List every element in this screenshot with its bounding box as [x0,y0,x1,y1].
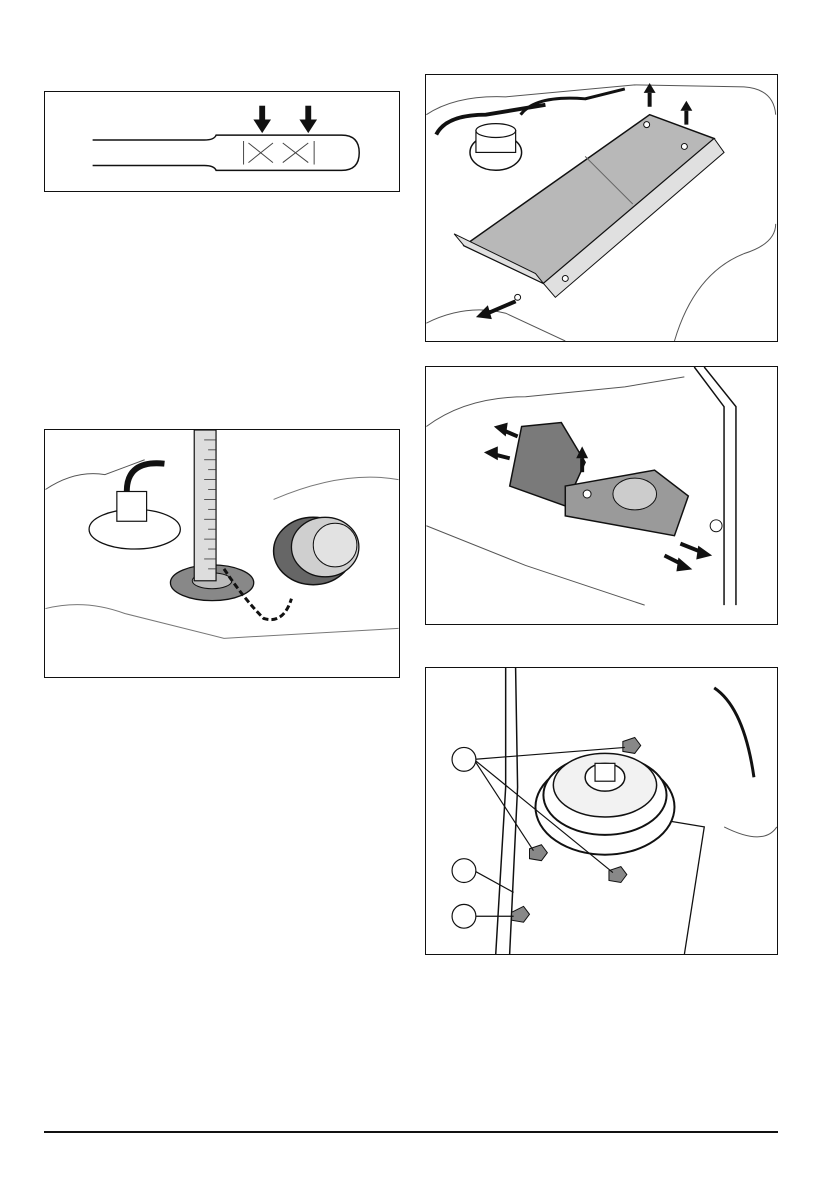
bolt [512,906,530,922]
callout-circle-icon [452,859,476,883]
figure-pulley-bolts [425,667,778,955]
filler-cap [274,517,359,584]
arrow-out-icon [494,423,518,437]
footer-rule [44,1131,778,1133]
arrow-up-icon [680,101,692,125]
arrow-up-icon [644,83,656,107]
callout-circle-icon [452,904,476,928]
arrow-out-icon [665,556,693,572]
pulley [535,753,674,854]
dipstick-tube [194,430,216,581]
belt-guard-illustration [426,367,777,624]
figure-cover-plate-removal [425,74,778,342]
figure-filler-tube-dipstick [44,429,400,678]
bolt [530,845,548,861]
pulley-illustration [426,668,777,954]
bolt [609,867,627,883]
bolt [623,738,641,754]
figure-belt-guard-removal [425,366,778,625]
filler-tube-illustration [45,430,399,677]
callout-circle-icon [452,747,476,771]
dipstick-illustration [45,92,399,191]
arrow-down-icon [253,106,271,133]
arrow-out-icon [680,544,712,560]
cover-plate-illustration [426,75,777,341]
figure-dipstick-level-marks [44,91,400,192]
arrow-out-icon [484,446,510,460]
arrow-down-icon [299,106,317,133]
